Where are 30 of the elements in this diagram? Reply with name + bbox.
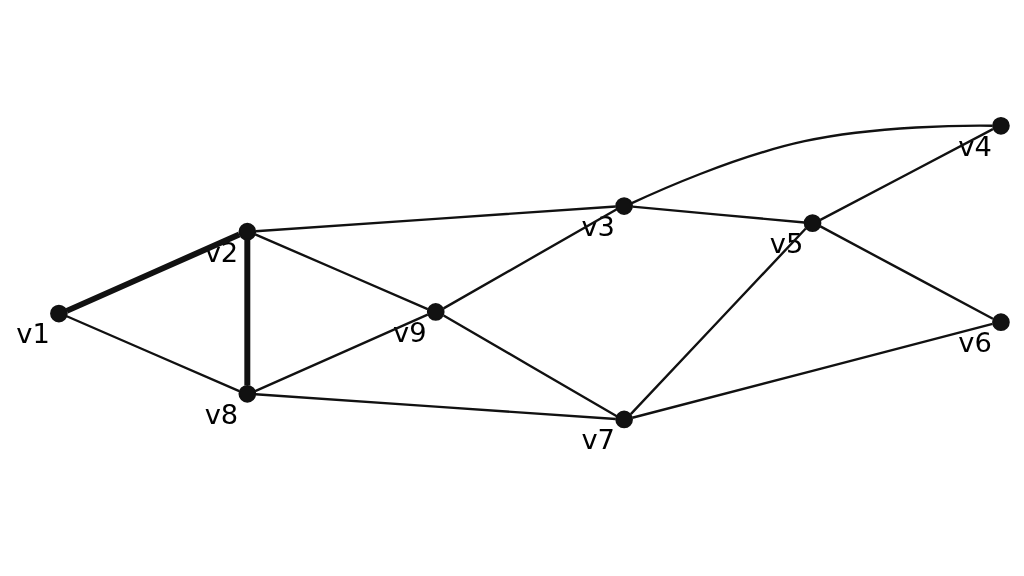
connector <box>66 315 240 393</box>
connector <box>632 322 993 419</box>
node-circle <box>992 116 1010 135</box>
node-circle <box>426 303 445 321</box>
connector <box>819 225 994 320</box>
node-label: v1 <box>16 318 50 350</box>
node-circle <box>238 385 257 403</box>
connector <box>631 124 993 205</box>
connector <box>632 205 805 224</box>
connector <box>443 208 618 310</box>
node-circle <box>992 313 1010 331</box>
node-label: v4 <box>958 130 992 162</box>
node-circle <box>803 214 822 232</box>
connector <box>244 240 251 386</box>
connector <box>254 233 429 311</box>
node-label: v8 <box>204 398 239 430</box>
connector <box>254 313 429 393</box>
node-circle <box>615 197 633 215</box>
connector <box>255 393 616 421</box>
connector <box>629 227 807 415</box>
connector <box>819 128 994 221</box>
node-label: v6 <box>958 326 992 358</box>
connector <box>255 205 616 233</box>
node-circle <box>50 304 68 323</box>
node-circle <box>238 222 257 241</box>
connector <box>443 314 618 418</box>
node-label: v7 <box>581 424 615 456</box>
node-label: v9 <box>393 316 427 348</box>
connector <box>65 231 241 314</box>
node-circle <box>615 410 633 429</box>
